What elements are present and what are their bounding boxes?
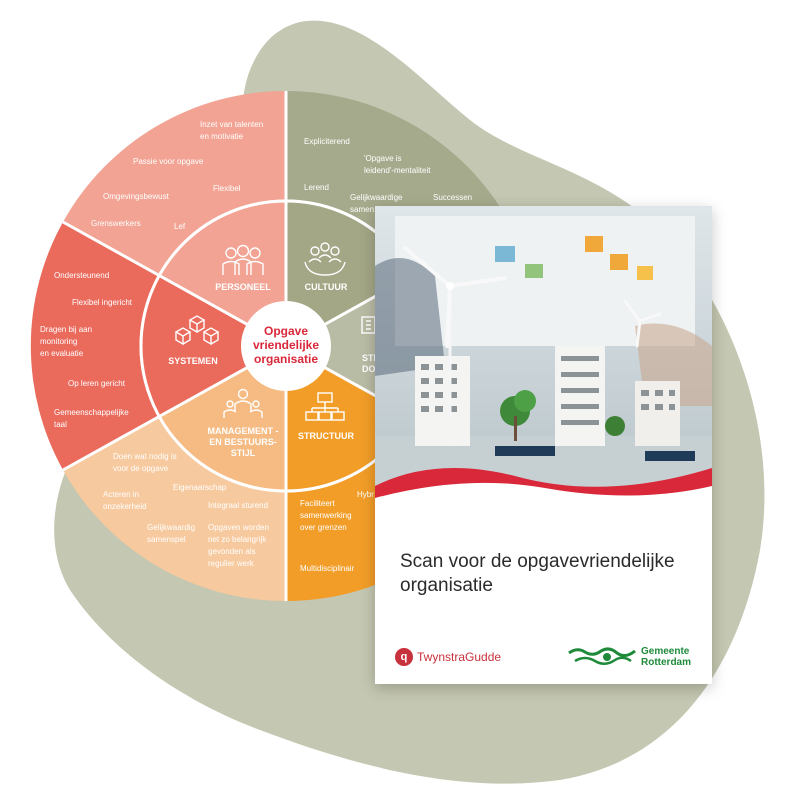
systemen-item: Gemeenschappelijke — [54, 408, 129, 417]
systemen-item: monitoring — [40, 337, 77, 346]
personeel-item: Omgevingsbewust — [103, 192, 170, 201]
cover-title-line1: Scan voor de opgavevriendelijke — [400, 551, 675, 572]
cover-title: Scan voor de opgavevriendelijke organisa… — [400, 550, 690, 598]
management-item: Integraal sturend — [208, 501, 268, 510]
center-label-line1: Opgave — [264, 324, 308, 338]
management-item: voor de opgave — [113, 464, 169, 473]
management-item: Eigenaarschap — [173, 483, 227, 492]
personeel-item: en motivatie — [200, 132, 244, 141]
personeel-item: Passie voor opgave — [133, 157, 204, 166]
strategie-title-line2: DOE — [362, 364, 382, 374]
structuur-item: Hybr — [357, 490, 374, 499]
systemen-item: Dragen bij aan — [40, 325, 92, 334]
people-icon — [222, 244, 264, 275]
management-item: gevonden als — [208, 547, 256, 556]
management-item: Doen wat nodig is — [113, 452, 177, 461]
cover-title-line2: organisatie — [400, 575, 493, 596]
personeel-item: Inzet van talenten — [200, 120, 263, 129]
tg-logo-icon: q — [395, 648, 413, 666]
rotterdam-logo-line1: Gemeente — [641, 646, 690, 657]
management-title-line2: EN BESTUURS- — [209, 437, 277, 447]
rotterdam-logo-line2: Rotterdam — [641, 657, 692, 668]
structuur-item: Faciliteert — [300, 499, 335, 508]
cover-photo — [375, 206, 712, 506]
center-circle — [241, 301, 331, 391]
personeel-title: PERSONEEL — [215, 282, 271, 292]
cultuur-item: Expliciterend — [304, 137, 350, 146]
systemen-item: taal — [54, 420, 67, 429]
leader-icon — [223, 388, 263, 418]
cultuur-item: samen — [350, 205, 374, 214]
personeel-item: Flexibel — [213, 184, 241, 193]
structuur-item: over grenzen — [300, 523, 347, 532]
personeel-item: Grenswerkers — [91, 219, 141, 228]
hands-people-icon — [304, 242, 346, 276]
cubes-icon — [174, 315, 220, 346]
systemen-item: Op leren gericht — [68, 379, 126, 388]
systemen-title: SYSTEMEN — [168, 356, 218, 366]
personeel-item: Lef — [174, 222, 186, 231]
structuur-item: Multidisciplinair — [300, 564, 355, 573]
management-title-line1: MANAGEMENT - — [208, 426, 279, 436]
management-title-line3: STIJL — [231, 448, 256, 458]
cultuur-item: Gelijkwaardige — [350, 193, 403, 202]
segment-systemen-inner — [140, 276, 286, 416]
management-item: Gelijkwaardig — [147, 523, 195, 532]
cultuur-item: 'Opgave is — [364, 154, 402, 163]
org-chart-icon — [305, 392, 345, 421]
cultuur-title: CULTUUR — [305, 282, 348, 292]
systemen-item: Flexibel ingericht — [72, 298, 133, 307]
cultuur-item: Successen — [433, 193, 472, 202]
management-item: net zo belangrijk — [208, 535, 267, 544]
center-label-line3: organisatie — [254, 352, 318, 366]
brochure-cover: Scan voor de opgavevriendelijke organisa… — [375, 206, 712, 684]
twynstragudde-logo: q TwynstraGudde — [395, 646, 501, 668]
structuur-item: samenwerking — [300, 511, 352, 520]
gemeente-rotterdam-logo: Gemeente Rotterdam — [567, 642, 691, 672]
center-label-line2: vriendelijke — [253, 338, 319, 352]
management-item: Opgaven worden — [208, 523, 269, 532]
systemen-item: en evaluatie — [40, 349, 84, 358]
management-item: Acteren in — [103, 490, 139, 499]
management-item: samenspel — [147, 535, 186, 544]
cultuur-item: Lerend — [304, 183, 329, 192]
management-item: onzekerheid — [103, 502, 147, 511]
rotterdam-lion-icon — [568, 647, 636, 665]
cultuur-item: leidend'-mentaliteit — [364, 166, 431, 175]
structuur-title: STRUCTUUR — [298, 431, 354, 441]
twynstragudde-logo-text: TwynstraGudde — [417, 650, 502, 664]
systemen-item: Ondersteunend — [54, 271, 109, 280]
management-item: regulier werk — [208, 559, 255, 568]
